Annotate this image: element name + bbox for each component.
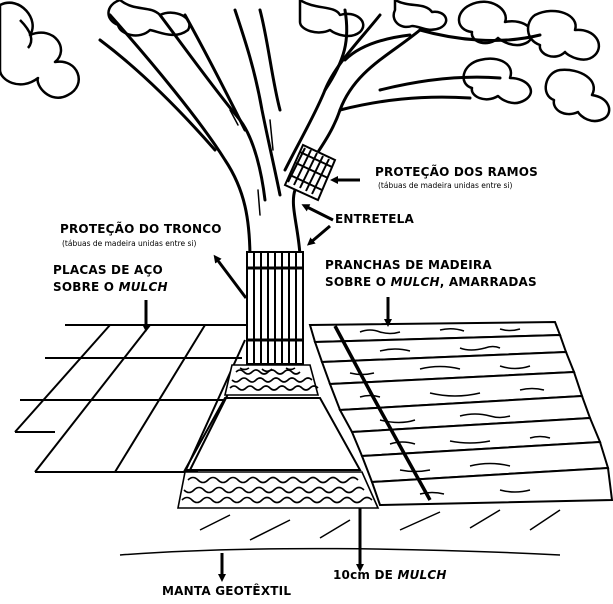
label-pranchas-amarradas: , AMARRADAS — [439, 275, 537, 289]
arrow-tronco — [213, 254, 248, 299]
arrow-entretela-2 — [306, 224, 331, 246]
label-pranchas-line2: SOBRE O MULCH, AMARRADAS — [325, 275, 537, 289]
plank-tie — [333, 325, 432, 501]
wooden-planks — [308, 320, 613, 507]
label-pranchas-mulch: MULCH — [390, 275, 440, 289]
label-entretela: ENTRETELA — [335, 212, 414, 226]
label-manta-geotextil: MANTA GEOTÊXTIL — [162, 584, 292, 598]
label-protecao-ramos-sub: (tábuas de madeira unidas entre si) — [378, 181, 513, 190]
trunk-protection — [246, 251, 304, 365]
arrow-entretela — [301, 204, 334, 222]
label-pranchas-line2-text: SOBRE O — [325, 275, 391, 289]
label-mulch-text: 10cm DE — [333, 568, 398, 582]
label-protecao-tronco: PROTEÇÃO DO TRONCO — [60, 222, 222, 236]
label-pranchas-line1: PRANCHAS DE MADEIRA — [325, 258, 492, 272]
steel-plates — [14, 324, 247, 473]
annotation-arrows — [142, 176, 392, 582]
trench — [183, 397, 362, 471]
label-placas-mulch: MULCH — [118, 280, 168, 294]
label-mulch-italic: MULCH — [397, 568, 447, 582]
label-placas-line1: PLACAS DE AÇO — [53, 263, 163, 277]
label-mulch: 10cm DE MULCH — [333, 568, 447, 582]
label-protecao-tronco-sub: (tábuas de madeira unidas entre si) — [62, 239, 197, 248]
label-placas-line2: SOBRE O MULCH — [53, 280, 168, 294]
label-protecao-ramos: PROTEÇÃO DOS RAMOS — [375, 165, 538, 179]
mulch-patch-upper — [223, 364, 320, 396]
tree-trunk — [98, 8, 542, 262]
mulch-patch-lower — [177, 471, 380, 509]
tree-canopy — [0, 0, 611, 123]
branch-protection — [283, 143, 337, 202]
ground-lines — [119, 509, 561, 556]
label-placas-line2-text: SOBRE O — [53, 280, 119, 294]
